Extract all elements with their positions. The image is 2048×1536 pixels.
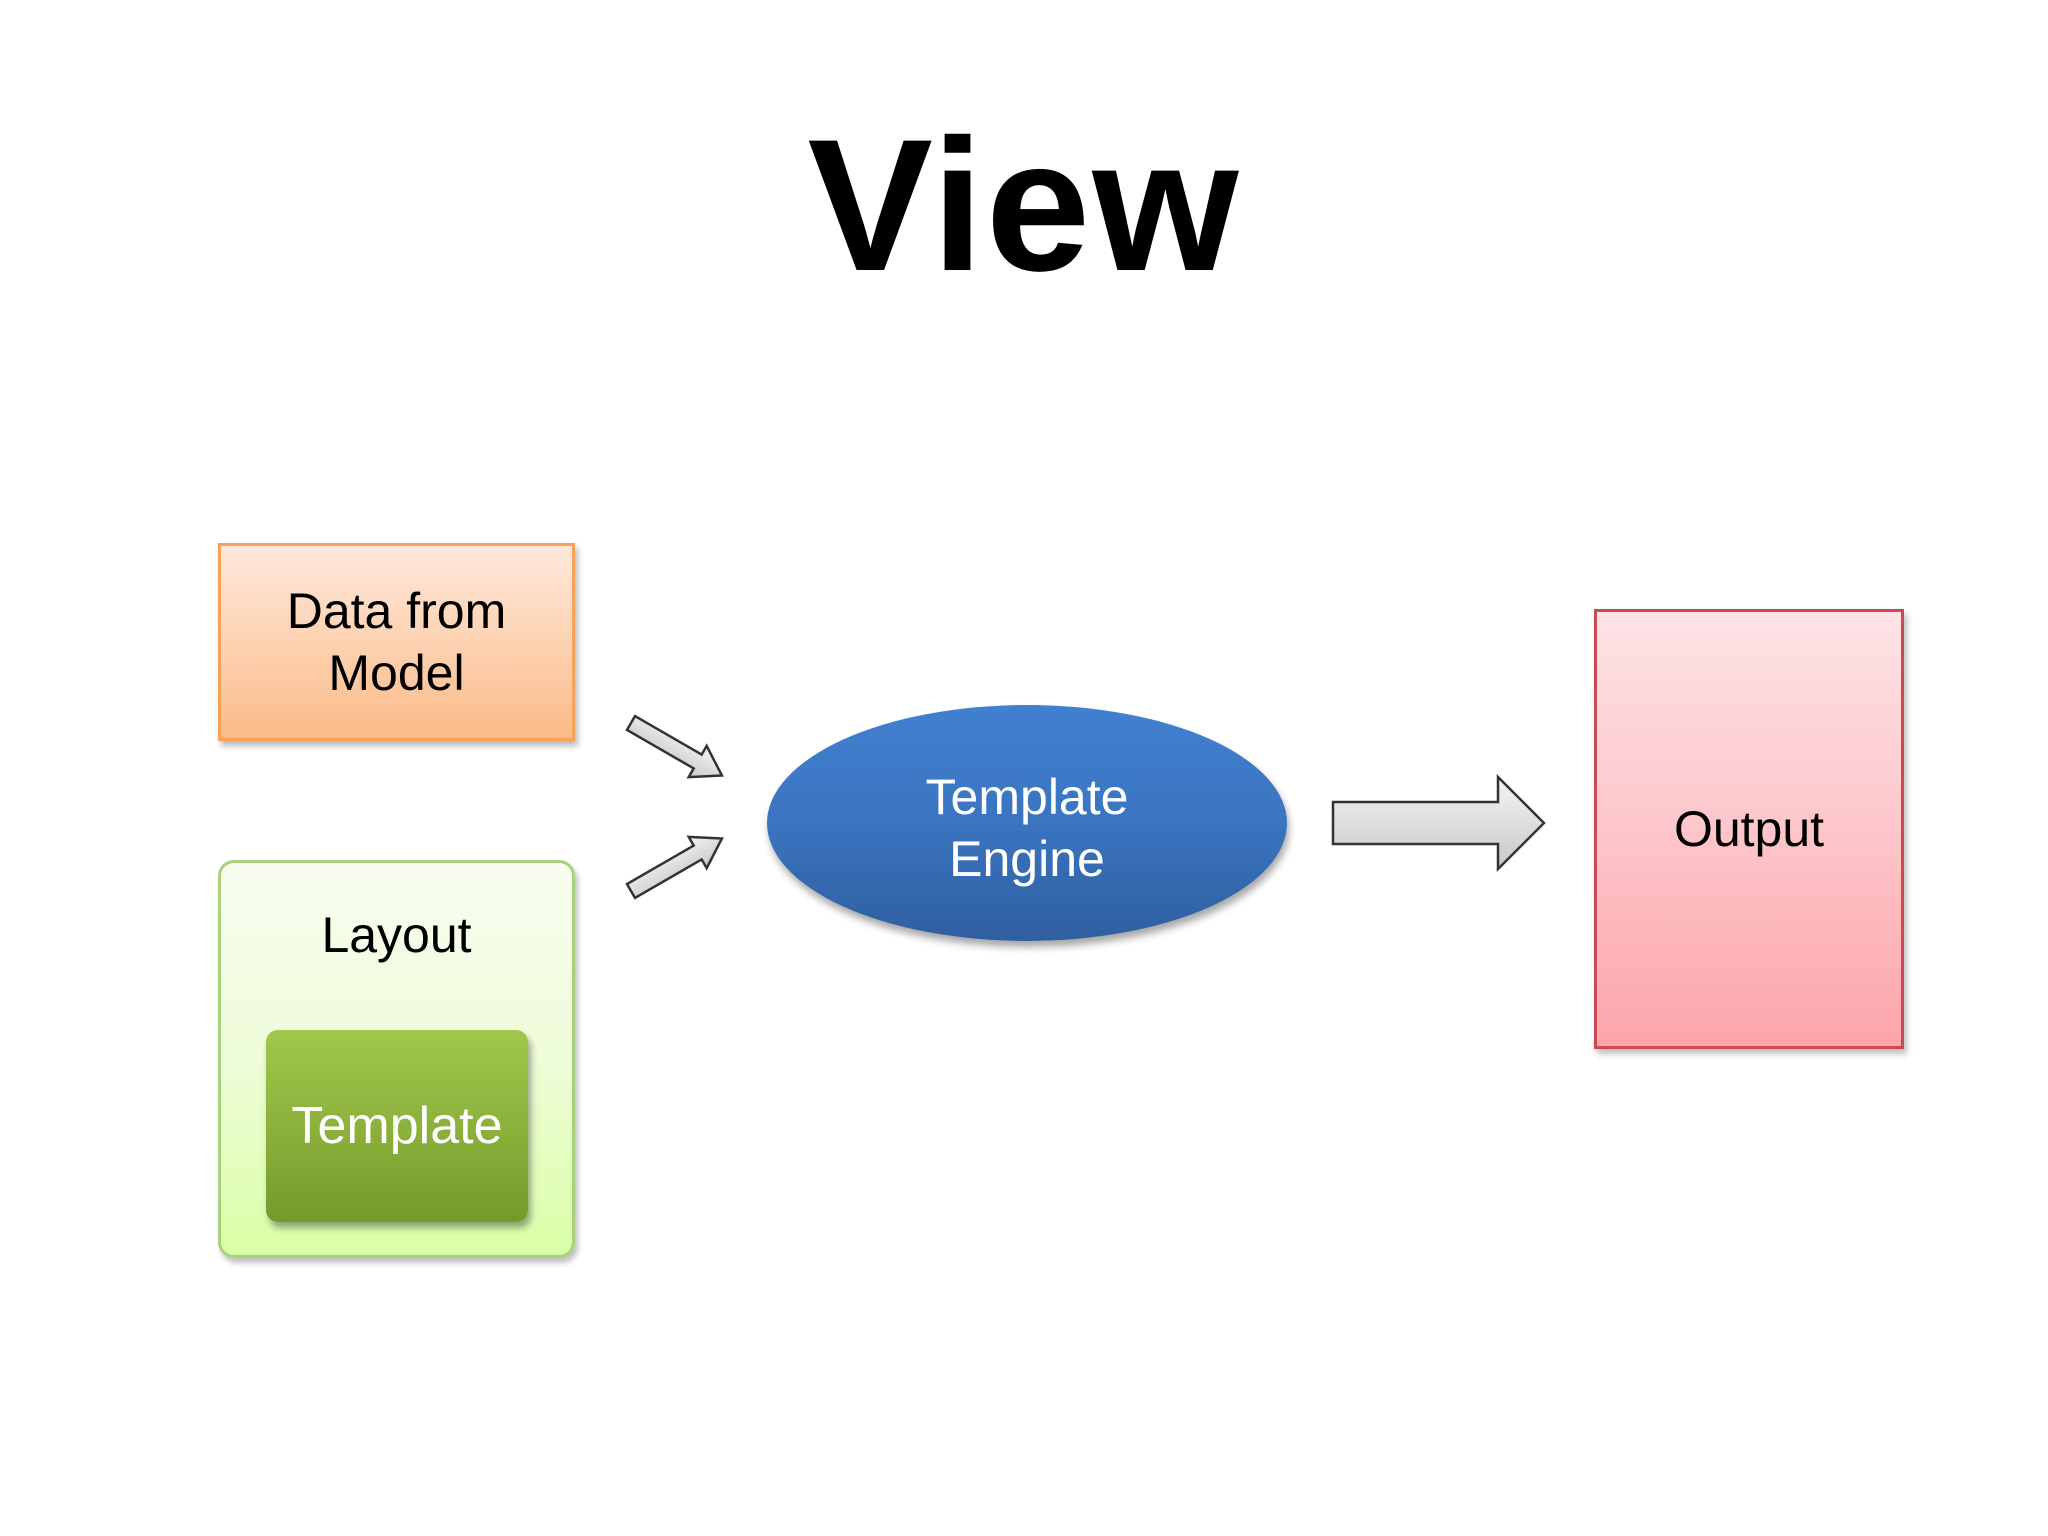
template-engine-label: Template Engine [925,769,1129,887]
output-label: Output [1673,801,1825,857]
slide-title: View [807,100,1241,310]
template-label: Template [291,1097,503,1155]
data-from-model-box: Data from Model [218,543,575,741]
arrow-data-to-engine [625,714,724,779]
data-from-model-label: Data from Model [286,583,507,701]
template-box: Template [266,1030,528,1222]
template-engine-ellipse [767,705,1287,941]
output-box: Output [1594,609,1904,1049]
arrow-layout-to-engine [625,835,724,900]
arrow-engine-to-output [1331,773,1546,873]
layout-label: Layout [321,907,472,963]
